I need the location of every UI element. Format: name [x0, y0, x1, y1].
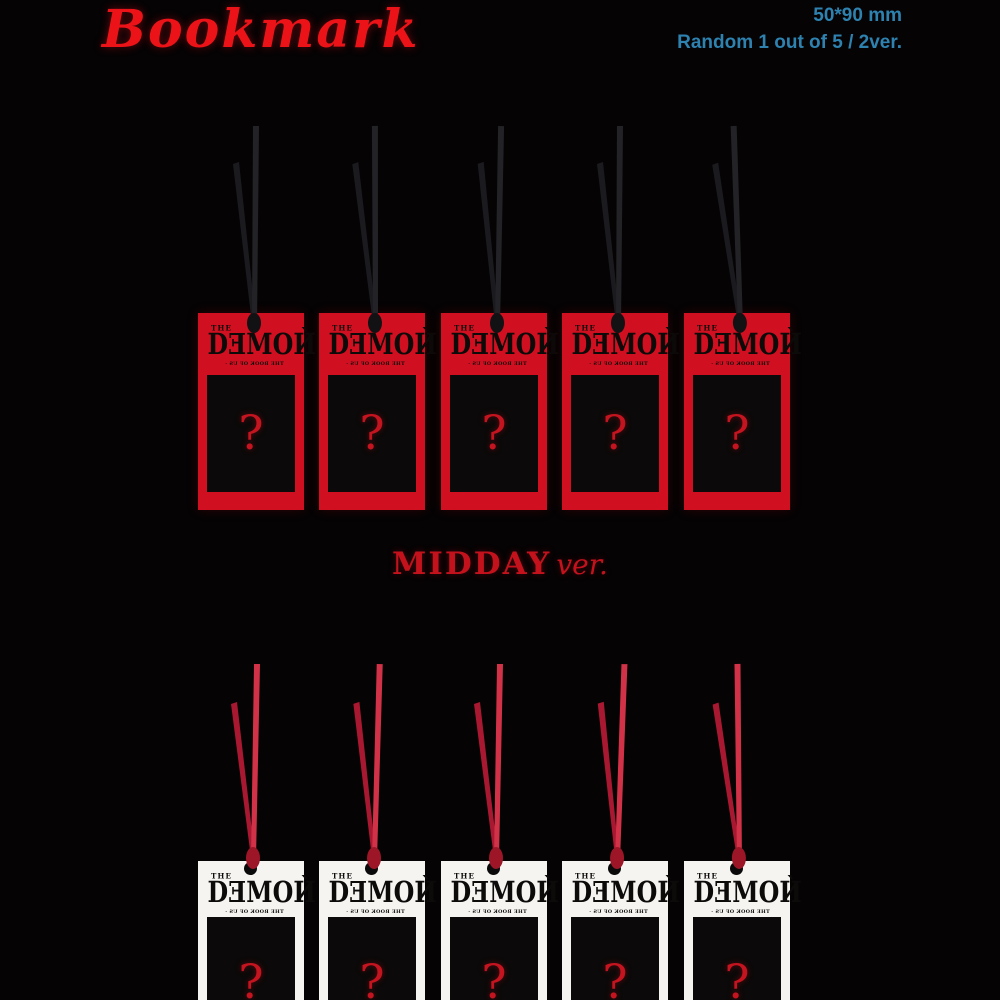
red-ribbon	[597, 664, 628, 870]
hidden-photo-box: ?	[571, 917, 659, 1000]
page-title: Bookmark	[102, 0, 420, 60]
hidden-photo-box: ?	[207, 917, 295, 1000]
red-ribbon	[231, 664, 260, 869]
question-mark: ?	[359, 406, 385, 461]
brand-text: THE	[697, 873, 719, 881]
demon-logo: DƎMOЍ	[571, 327, 680, 361]
bookmark-card-white: THE DƎMOЍ THE BOOK OF US · ?	[198, 861, 316, 1000]
album-subtitle-mirrored: THE BOOK OF US ·	[589, 907, 648, 915]
demon-logo: DƎMOЍ	[207, 875, 316, 909]
album-subtitle-mirrored: THE BOOK OF US ·	[711, 907, 770, 915]
brand-text: THE	[697, 325, 719, 333]
red-ribbon	[353, 664, 383, 870]
bookmark-card-midday: THE DƎMOЍ THE BOOK OF US · ?	[441, 313, 559, 510]
bookmark-card-white: THE DƎMOЍ THE BOOK OF US · ?	[441, 861, 559, 1000]
product-spec: 50*90 mm Random 1 out of 5 / 2ver.	[677, 2, 902, 56]
brand-text: THE	[211, 873, 233, 881]
demon-logo: DƎMOЍ	[450, 327, 559, 361]
bookmark-card-white: THE DƎMOЍ THE BOOK OF US · ?	[562, 861, 680, 1000]
demon-logo: DƎMOЍ	[207, 327, 316, 361]
album-subtitle-mirrored: THE BOOK OF US ·	[468, 907, 527, 915]
spec-dimensions: 50*90 mm	[813, 5, 902, 26]
brand-text: THE	[575, 325, 597, 333]
hidden-photo-box: ?	[450, 917, 538, 1000]
demon-logo: DƎMOЍ	[328, 327, 437, 361]
brand-text: THE	[332, 325, 354, 333]
hidden-photo-box: ?	[693, 917, 781, 1000]
demon-logo: DƎMOЍ	[328, 875, 437, 909]
brand-text: THE	[575, 873, 597, 881]
bookmark-card-midday: THE DƎMOЍ THE BOOK OF US · ?	[562, 313, 680, 510]
black-ribbon	[712, 125, 747, 333]
version-label-midday: MIDDAY ver.	[0, 546, 1000, 582]
version-suffix: ver.	[556, 548, 608, 581]
black-ribbon	[597, 126, 625, 333]
demon-logo: DƎMOЍ	[693, 327, 802, 361]
album-subtitle-mirrored: THE BOOK OF US ·	[468, 359, 527, 367]
brand-text: THE	[454, 873, 476, 881]
bookmark-card-midday: THE DƎMOЍ THE BOOK OF US · ?	[684, 313, 802, 510]
bookmark-card-white: THE DƎMOЍ THE BOOK OF US · ?	[684, 861, 802, 1000]
album-subtitle-mirrored: THE BOOK OF US ·	[589, 359, 648, 367]
album-subtitle-mirrored: THE BOOK OF US ·	[346, 907, 405, 915]
demon-logo: DƎMOЍ	[693, 875, 802, 909]
question-mark: ?	[724, 406, 750, 461]
album-subtitle-mirrored: THE BOOK OF US ·	[225, 907, 284, 915]
brand-text: THE	[211, 325, 233, 333]
black-ribbon	[477, 126, 505, 334]
bookmark-card-white: THE DƎMOЍ THE BOOK OF US · ?	[319, 861, 437, 1000]
bookmark-card-midday: THE DƎMOЍ THE BOOK OF US · ?	[198, 313, 316, 510]
hidden-photo-box: ?	[328, 375, 416, 492]
hidden-photo-box: ?	[207, 375, 295, 492]
brand-text: THE	[454, 325, 476, 333]
hidden-photo-box: ?	[571, 375, 659, 492]
black-ribbon	[352, 125, 382, 333]
question-mark: ?	[602, 406, 628, 461]
album-subtitle-mirrored: THE BOOK OF US ·	[225, 359, 284, 367]
hidden-photo-box: ?	[450, 375, 538, 492]
hidden-photo-box: ?	[328, 917, 416, 1000]
question-mark: ?	[238, 406, 264, 461]
black-ribbon	[233, 126, 261, 333]
spec-random-note: Random 1 out of 5 / 2ver.	[677, 32, 902, 53]
demon-logo: DƎMOЍ	[450, 875, 559, 909]
question-mark: ?	[481, 406, 507, 461]
album-subtitle-mirrored: THE BOOK OF US ·	[346, 359, 405, 367]
question-mark: ?	[602, 954, 628, 1000]
version-name: MIDDAY	[392, 546, 552, 582]
question-mark: ?	[481, 954, 507, 1000]
hidden-photo-box: ?	[693, 375, 781, 492]
demon-logo: DƎMOЍ	[571, 875, 680, 909]
album-subtitle-mirrored: THE BOOK OF US ·	[711, 359, 770, 367]
question-mark: ?	[359, 954, 385, 1000]
bookmark-card-midday: THE DƎMOЍ THE BOOK OF US · ?	[319, 313, 437, 510]
red-ribbon	[474, 664, 503, 869]
question-mark: ?	[238, 954, 264, 1000]
red-ribbon	[712, 663, 746, 869]
question-mark: ?	[724, 954, 750, 1000]
brand-text: THE	[332, 873, 354, 881]
